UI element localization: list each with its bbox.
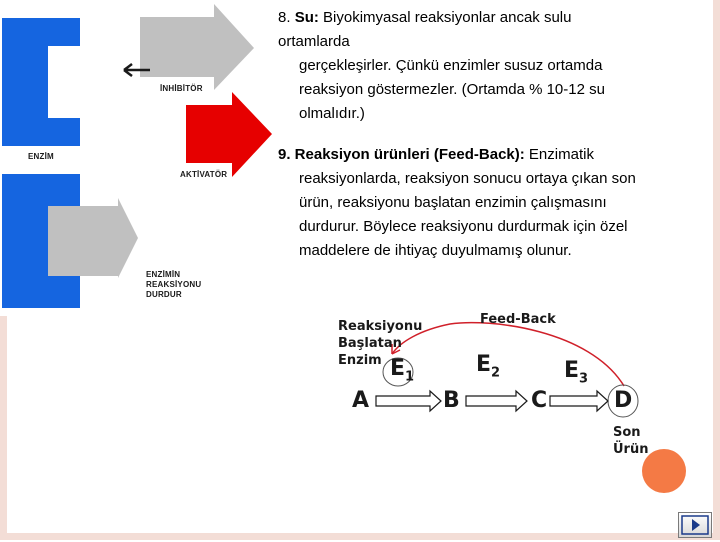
e3-letter: E: [564, 358, 580, 383]
end-product-label: Son Ürün: [613, 424, 648, 458]
stop-label-line1: ENZİMİN: [146, 270, 181, 279]
decorative-circle: [642, 449, 686, 493]
item9-line4: durdurur. Böylece reaksiyonu durdurmak i…: [299, 218, 628, 235]
node-a: A: [352, 388, 370, 413]
enzyme-shape-bottom: [2, 174, 80, 308]
feedback-label: Feed-Back: [480, 312, 556, 327]
stopper-shape: [48, 198, 138, 278]
item8-text1: Biyokimyasal reaksiyonlar ancak sulu: [323, 9, 572, 26]
start-enzyme-line3: Enzim: [338, 353, 382, 368]
slide-text: 8. Su: Biyokimyasal reaksiyonlar ancak s…: [278, 6, 708, 263]
inhibitor-label: İNHİBİTÖR: [160, 84, 203, 93]
feedback-arrowhead: [391, 344, 401, 355]
start-enzyme-line2: Başlatan: [338, 336, 402, 351]
enzyme-e3: E3: [564, 358, 588, 386]
e1-letter: E: [390, 356, 406, 381]
item8-title: Su:: [294, 9, 319, 26]
item9-line2: reaksiyonlarda, reaksiyon sonucu ortaya …: [299, 170, 636, 187]
arrow-a-b: [375, 389, 442, 413]
slide-border-right: [713, 0, 720, 540]
slide-border-left: [0, 316, 7, 540]
item8-line5: olmalıdır.): [299, 105, 365, 122]
node-d: D: [614, 388, 633, 413]
item8-line3: gerçekleşirler. Çünkü enzimler susuz ort…: [299, 57, 603, 74]
item8-line2: ortamlarda: [278, 33, 350, 50]
start-enzyme-label: Reaksiyonu Başlatan Enzim: [338, 318, 422, 369]
e1-subscript: 1: [405, 369, 415, 385]
end-product-line2: Ürün: [613, 442, 649, 457]
item9-line3: ürün, reaksiyonu başlatan enzimin çalışm…: [299, 194, 607, 211]
stop-label-line3: DURDUR: [146, 290, 182, 299]
activator-label: AKTİVATÖR: [180, 170, 228, 179]
stop-label-line2: REAKSİYONU: [146, 280, 202, 289]
node-b: B: [443, 388, 460, 413]
slide-border-bottom: [0, 533, 720, 540]
item9-line1: 9. Reaksiyon ürünleri (Feed-Back): Enzim…: [278, 143, 708, 167]
item8-number: 8.: [278, 9, 291, 26]
stop-label: ENZİMİN REAKSİYONU DURDUR: [146, 270, 201, 300]
item9-text1: Enzimatik: [528, 146, 594, 163]
start-enzyme-line1: Reaksiyonu: [338, 319, 423, 334]
next-arrow-icon: [681, 515, 709, 535]
e2-letter: E: [476, 352, 492, 377]
item9-line5: maddelere de ihtiyaç duyulmamış olunur.: [299, 242, 572, 259]
feedback-arrow: [391, 321, 625, 387]
item8-line4: reaksiyon göstermezler. (Ortamda % 10-12…: [299, 81, 605, 98]
enzyme-e2: E2: [476, 352, 500, 380]
enzyme-label: ENZİM: [28, 152, 54, 161]
e3-subscript: 3: [579, 371, 589, 387]
end-product-line1: Son: [613, 425, 641, 440]
inhibit-arrow: [123, 63, 150, 77]
activator-shape: [186, 92, 272, 177]
arrow-b-c: [465, 389, 528, 413]
item8-line1: 8. Su: Biyokimyasal reaksiyonlar ancak s…: [278, 6, 708, 30]
enzyme-shape: [2, 18, 80, 146]
e2-subscript: 2: [491, 365, 501, 381]
next-slide-button[interactable]: [678, 512, 712, 538]
e1-ring: [382, 357, 414, 387]
node-c: C: [531, 388, 548, 413]
inhibitor-shape: [140, 4, 254, 90]
item9-title: 9. Reaksiyon ürünleri (Feed-Back):: [278, 146, 525, 163]
enzyme-e1: E1: [390, 356, 414, 384]
enzyme-diagram: [2, 4, 272, 308]
arrow-c-d: [549, 389, 609, 413]
